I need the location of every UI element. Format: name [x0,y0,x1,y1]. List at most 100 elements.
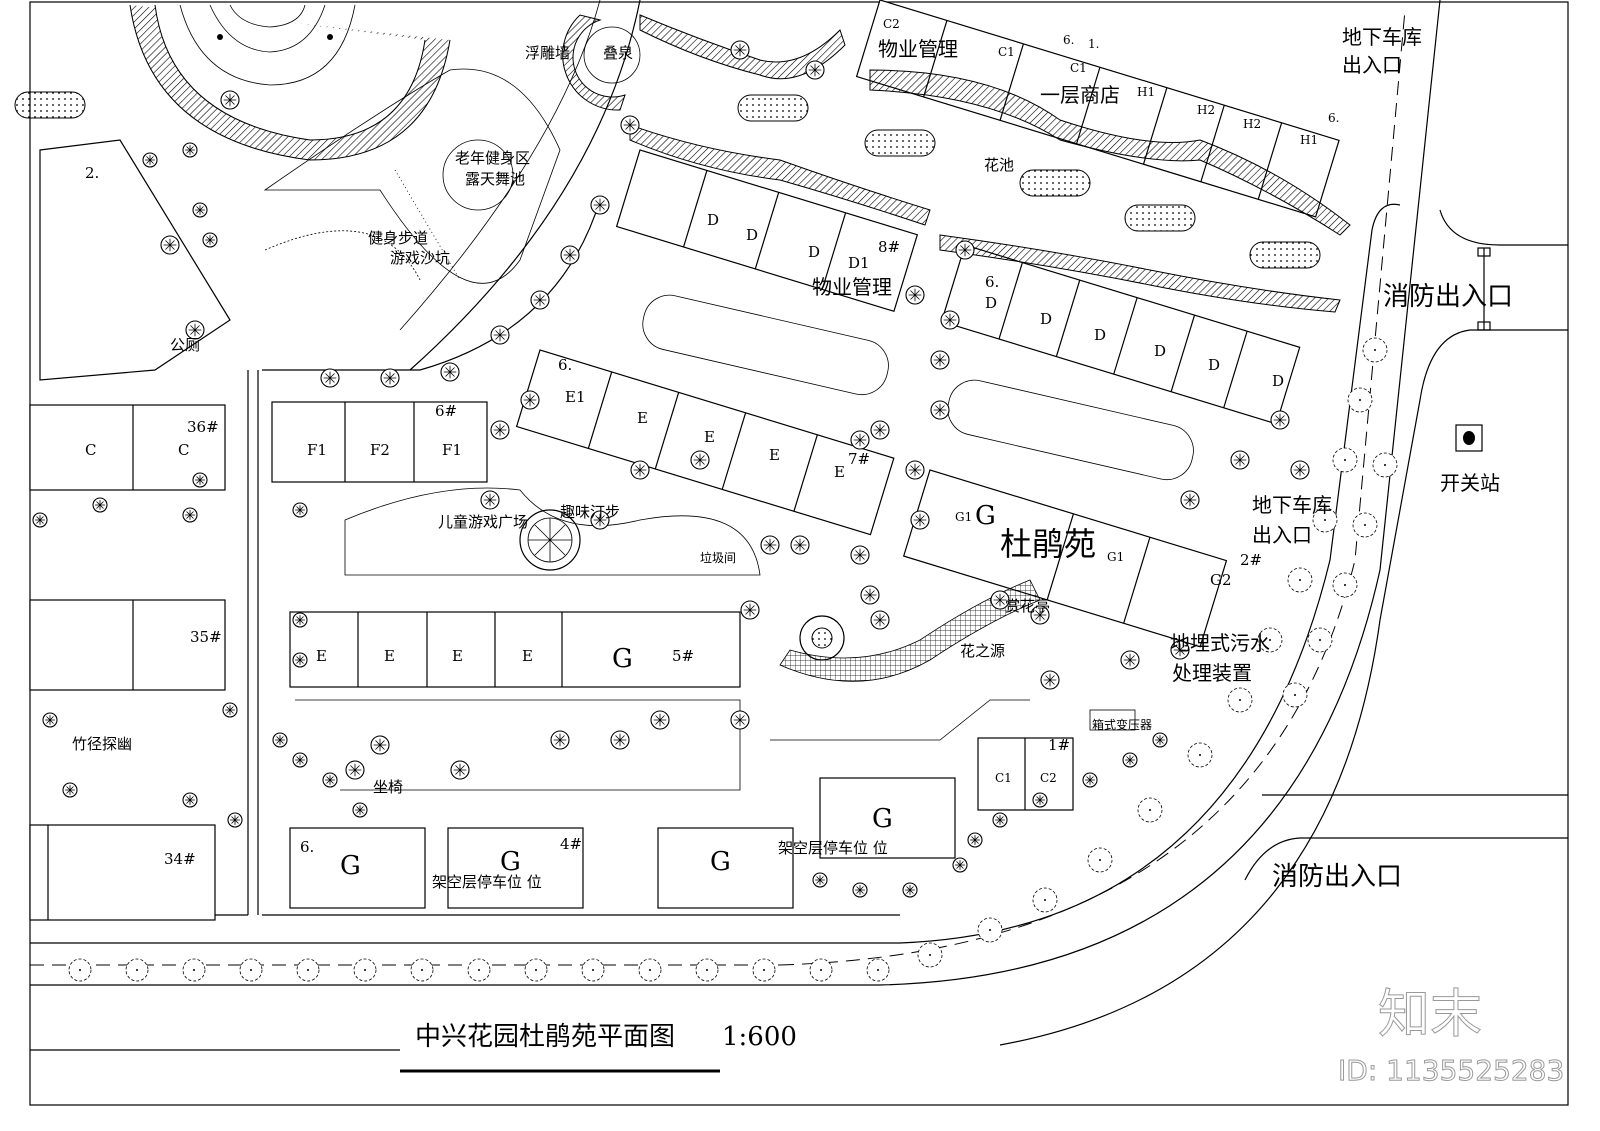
unit-label: E [316,647,327,665]
tree-canopy-icon [908,463,922,477]
unit-label: E [522,647,533,665]
tree-center-icon [1299,579,1301,581]
unit-label: C1 [1070,61,1087,75]
tree-canopy-icon [230,815,240,825]
tree-canopy-icon [295,615,305,625]
label-bamboo-path: 竹径探幽 [72,735,132,753]
tree-canopy-icon [815,875,825,885]
tree-canopy-icon [1293,463,1307,477]
tree-canopy-icon [295,755,305,765]
unit-label: E [834,463,845,481]
planting-strips [629,14,1351,313]
label-pavilion: 赏花亭 [1005,597,1050,615]
unit-label: H1 [1137,85,1155,99]
unit-label: D1 [848,254,870,272]
unit-label: 6. [558,356,572,374]
tree-center-icon [1239,699,1241,701]
tree-canopy-icon [225,705,235,715]
tree-canopy-icon [613,733,627,747]
label-garage-exit-1a: 地下车库 [1342,25,1422,49]
tree-canopy-icon [1125,755,1135,765]
building-36-number: 36# [187,418,219,436]
tree-canopy-icon [855,885,865,895]
tree-canopy-icon [593,513,607,527]
tree-center-icon [364,969,366,971]
tree-canopy-icon [623,118,637,132]
building-4-number: 4# [560,835,582,853]
unit-label: E [704,428,715,446]
drawing-scale: 1:600 [722,1022,797,1052]
tree-canopy-icon [195,205,205,215]
tree-canopy-icon [443,365,457,379]
building-5-number: 5# [672,647,694,665]
unit-label: E1 [565,388,586,406]
unit-label: F1 [442,441,462,459]
tree-center-icon [421,969,423,971]
switch-station-box [1455,424,1483,452]
tree-center-icon [79,969,81,971]
tree-canopy-icon [905,885,915,895]
building-8-number: 8# [878,238,900,256]
tree-canopy-icon [958,243,972,257]
tree-canopy-icon [995,815,1005,825]
tree-center-icon [1344,459,1346,461]
label-relief-wall: 浮雕墙 [525,44,570,62]
tree-canopy-icon [355,805,365,815]
unit-label: F1 [307,441,327,459]
unit-label: G1 [955,510,972,524]
label-flower-bed: 花池 [984,156,1014,174]
tree-canopy-icon [993,593,1007,607]
unit-label: H1 [1300,133,1318,147]
tree-canopy-icon [733,713,747,727]
tree-canopy-icon [223,93,237,107]
label-sandpit: 游戏沙坑 [390,249,450,267]
tree-canopy-icon [348,763,362,777]
tree-canopy-icon [908,288,922,302]
tree-canopy-icon [793,538,807,552]
unit-label: G [612,644,633,674]
label-bench: 坐椅 [373,778,403,796]
tree-center-icon [1199,754,1201,756]
unit-label: 6. [1328,111,1339,125]
tree-center-icon [1324,519,1326,521]
tree-canopy-icon [733,43,747,57]
building-1-number: 1# [1048,736,1070,754]
label-kids-plaza: 儿童游戏广场 [438,513,528,531]
tree-canopy-icon [743,603,757,617]
building-34-number: 34# [164,850,196,868]
tree-canopy-icon [873,613,887,627]
label-garage-exit-2b: 出入口 [1252,523,1312,547]
label-transformer: 箱式变压器 [1092,717,1152,732]
tree-canopy-icon [1173,643,1187,657]
label-flower-source: 花之源 [960,642,1005,660]
tree-canopy-icon [1123,653,1137,667]
tree-center-icon [1149,809,1151,811]
tree-canopy-icon [325,775,335,785]
labels: 浮雕墙 叠泉 老年健身区 露天舞池 健身步道 游戏沙坑 公厕 2. C2 物业管… [72,17,1565,1088]
unit-label: C [178,441,189,459]
tree-canopy-icon [873,423,887,437]
tree-canopy-icon [1273,413,1287,427]
tree-canopy-icon [185,795,195,805]
label-building-2: 2. [85,164,99,182]
label-sewage-a: 地埋式污水 [1170,631,1270,655]
tree-center-icon [706,969,708,971]
flower-beds [14,91,1321,481]
drawing-title: 中兴花园杜鹃苑平面图 [415,1022,675,1052]
unit-label: D [1154,342,1166,360]
unit-label: G [340,851,361,881]
tree-center-icon [250,969,252,971]
label-garage-exit-2a: 地下车库 [1252,493,1332,517]
tree-canopy-icon [373,738,387,752]
central-plaza [129,4,451,161]
kids-plaza [344,487,761,576]
unit-label: F2 [370,441,390,459]
tree-canopy-icon [493,328,507,342]
label-fire-exit-2: 消防出入口 [1272,862,1402,892]
tree-canopy-icon [863,588,877,602]
tree-canopy-icon [933,353,947,367]
label-property-mgmt-1: 物业管理 [878,37,958,61]
tree-canopy-icon [65,785,75,795]
tree-center-icon [478,969,480,971]
tree-canopy-icon [453,763,467,777]
